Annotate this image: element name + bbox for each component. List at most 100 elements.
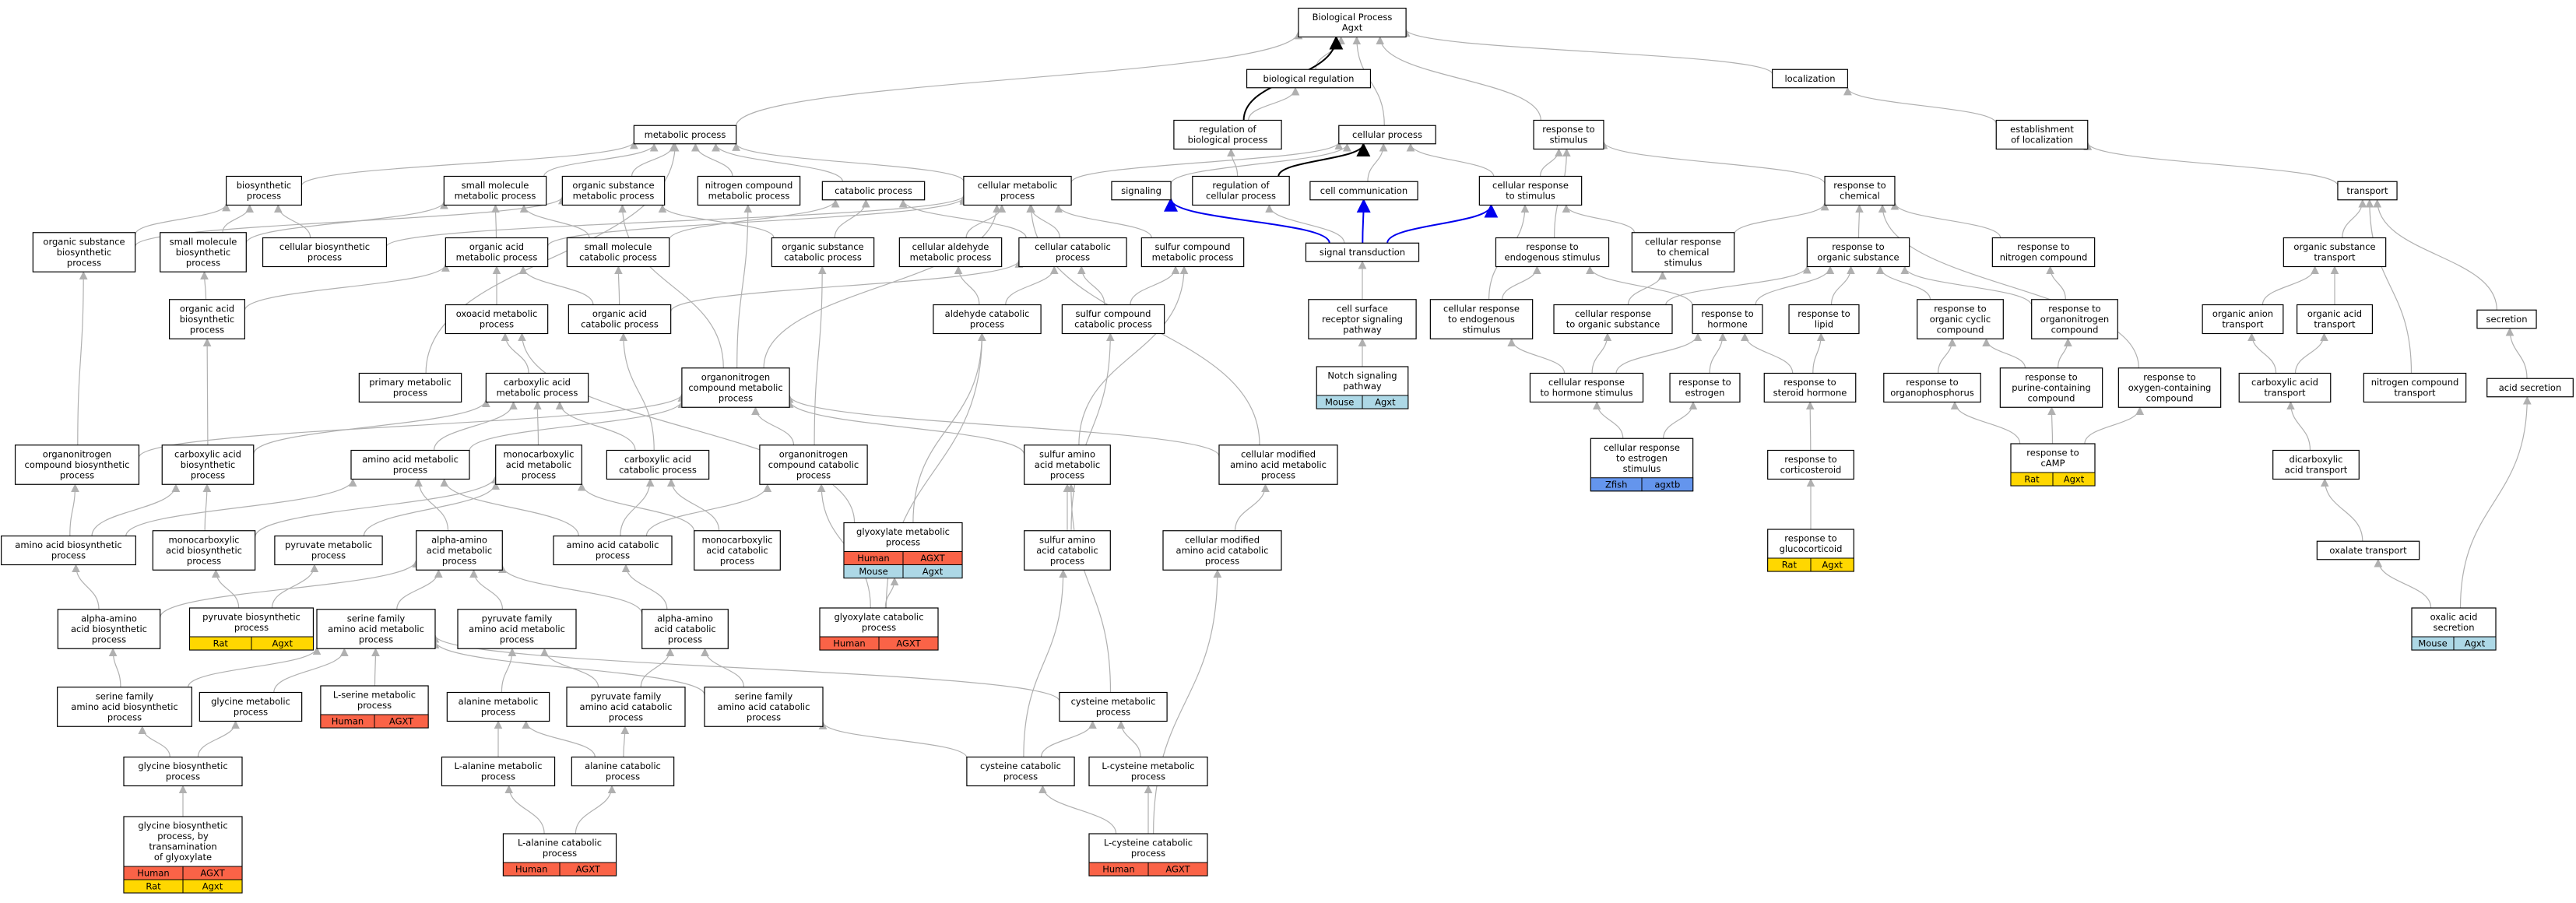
node-loc[interactable]: localization	[1772, 69, 1849, 89]
node-catab[interactable]: catabolic process	[821, 181, 926, 201]
node-acidsec[interactable]: acid secretion	[2486, 378, 2574, 398]
node-cellcomm[interactable]: cell communication	[1309, 181, 1418, 201]
node-cellproc[interactable]: cellular process	[1338, 125, 1436, 145]
node-oxtrans[interactable]: oxalate transport	[2316, 540, 2420, 560]
node-metab[interactable]: metabolic process	[633, 125, 737, 145]
node-sigtrans[interactable]: signal transduction	[1305, 242, 1420, 262]
node-signaling[interactable]: signaling	[1111, 181, 1172, 201]
node-breg[interactable]: biological regulation	[1246, 69, 1372, 89]
node-secretion[interactable]: secretion	[2476, 309, 2537, 329]
node-transport[interactable]: transport	[2337, 181, 2398, 201]
